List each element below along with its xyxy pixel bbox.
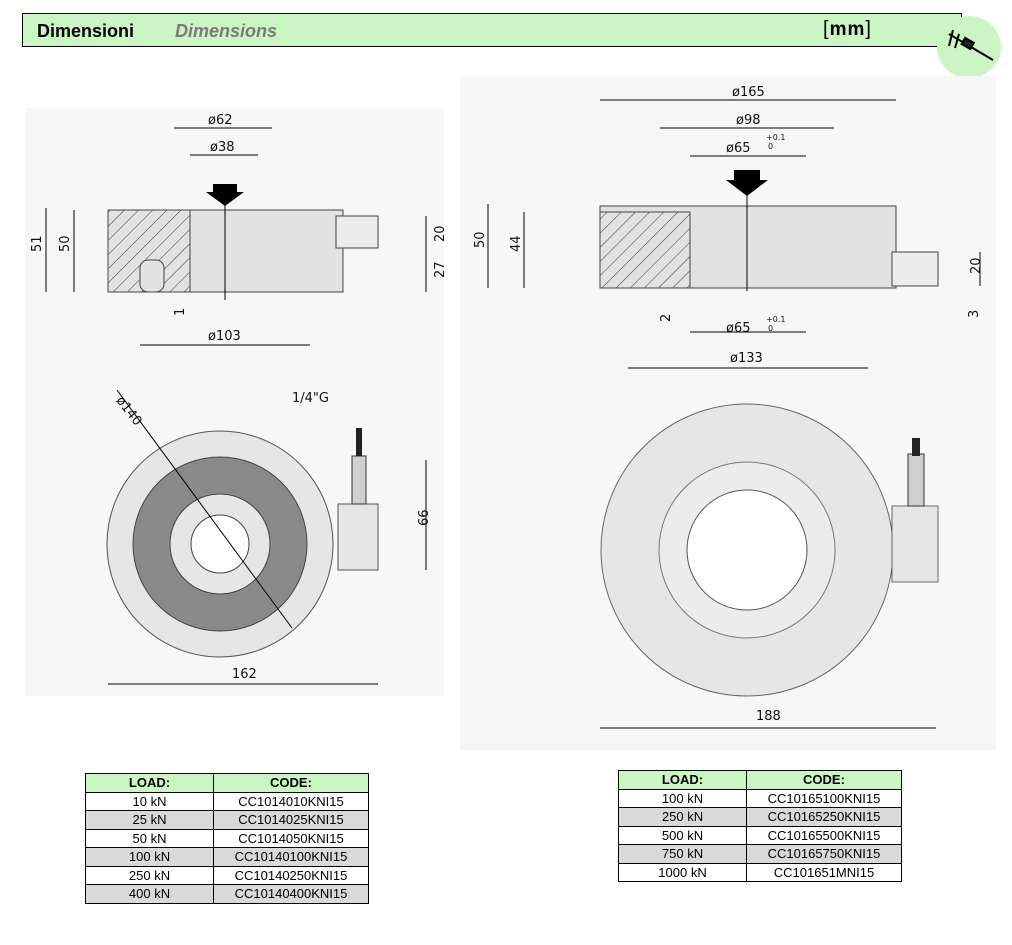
code-cell: CC1014010KNI15 [213,791,369,811]
dim-50: 50 [58,235,73,252]
code-cell: CC10165750KNI15 [746,844,902,864]
dim-d98: ø98 [736,113,761,128]
title-english: Dimensions [175,21,278,41]
load-cell: 100 kN [85,847,214,867]
code-cell: CC1014050KNI15 [213,828,369,848]
code-cell: CC10140250KNI15 [213,865,369,885]
code-cell: CC10140100KNI15 [213,847,369,867]
dim-27: 27 [433,261,448,278]
dim-162: 162 [232,667,257,682]
dim-2: 2 [659,314,674,322]
code-cell: CC1014025KNI15 [213,810,369,830]
code-cell: CC10165500KNI15 [746,825,902,845]
dim-d133: ø133 [730,351,763,366]
load-cell: 500 kN [618,825,747,845]
load-cell: 1000 kN [618,862,747,882]
tol-bottom-upper: +0.1 [766,315,785,324]
load-cell: 750 kN [618,844,747,864]
dim-20: 20 [433,225,448,242]
load-cell: 250 kN [618,807,747,827]
col-header-code: CODE: [746,770,902,790]
title-italian: Dimensioni [37,21,135,41]
load-arrow-icon [726,170,768,196]
drawing-right: ø165 ø98 ø65 +0.1 0 50 44 20 3 2 ø65 +0.… [460,76,1000,752]
load-arrow-icon [206,184,244,206]
dim-50: 50 [473,231,488,248]
load-cell: 10 kN [85,791,214,811]
dim-51: 51 [30,235,45,252]
code-cell: CC10140400KNI15 [213,884,369,904]
units-value: mm [829,19,866,40]
dim-188: 188 [756,709,781,724]
code-cell: CC10165250KNI15 [746,807,902,827]
tol-bottom-lower: 0 [768,324,773,333]
tol-top-lower: 0 [768,142,773,151]
col-header-code: CODE: [213,773,369,793]
dim-1: 1 [173,308,188,316]
dim-d62: ø62 [208,113,233,128]
load-cell: 250 kN [85,865,214,885]
drawing-left: ø62 ø38 51 50 20 27 1 ø103 ø140 1/4"G 66… [22,100,452,700]
dim-44: 44 [509,235,524,252]
dim-d103: ø103 [208,329,241,344]
load-cell: 50 kN [85,828,214,848]
dim-d165: ø165 [732,85,765,100]
dim-20: 20 [969,257,984,274]
load-cell: 100 kN [618,788,747,808]
units-label: [mm] [823,18,872,40]
col-header-load: LOAD: [85,773,214,793]
caliper-icon [937,16,1001,78]
header-bar: Dimensioni Dimensions [mm] [22,13,962,47]
tol-top-upper: +0.1 [766,133,785,142]
dim-66: 66 [417,509,432,526]
load-cell: 25 kN [85,810,214,830]
code-cell: CC101651MNI15 [746,862,902,882]
code-cell: CC10165100KNI15 [746,788,902,808]
load-cell: 400 kN [85,884,214,904]
col-header-load: LOAD: [618,770,747,790]
dim-d65-bottom: ø65 [726,321,751,336]
dim-d65-top: ø65 [726,141,751,156]
dim-d38: ø38 [210,140,235,155]
dim-3: 3 [967,310,982,318]
dim-thread: 1/4"G [292,391,329,406]
